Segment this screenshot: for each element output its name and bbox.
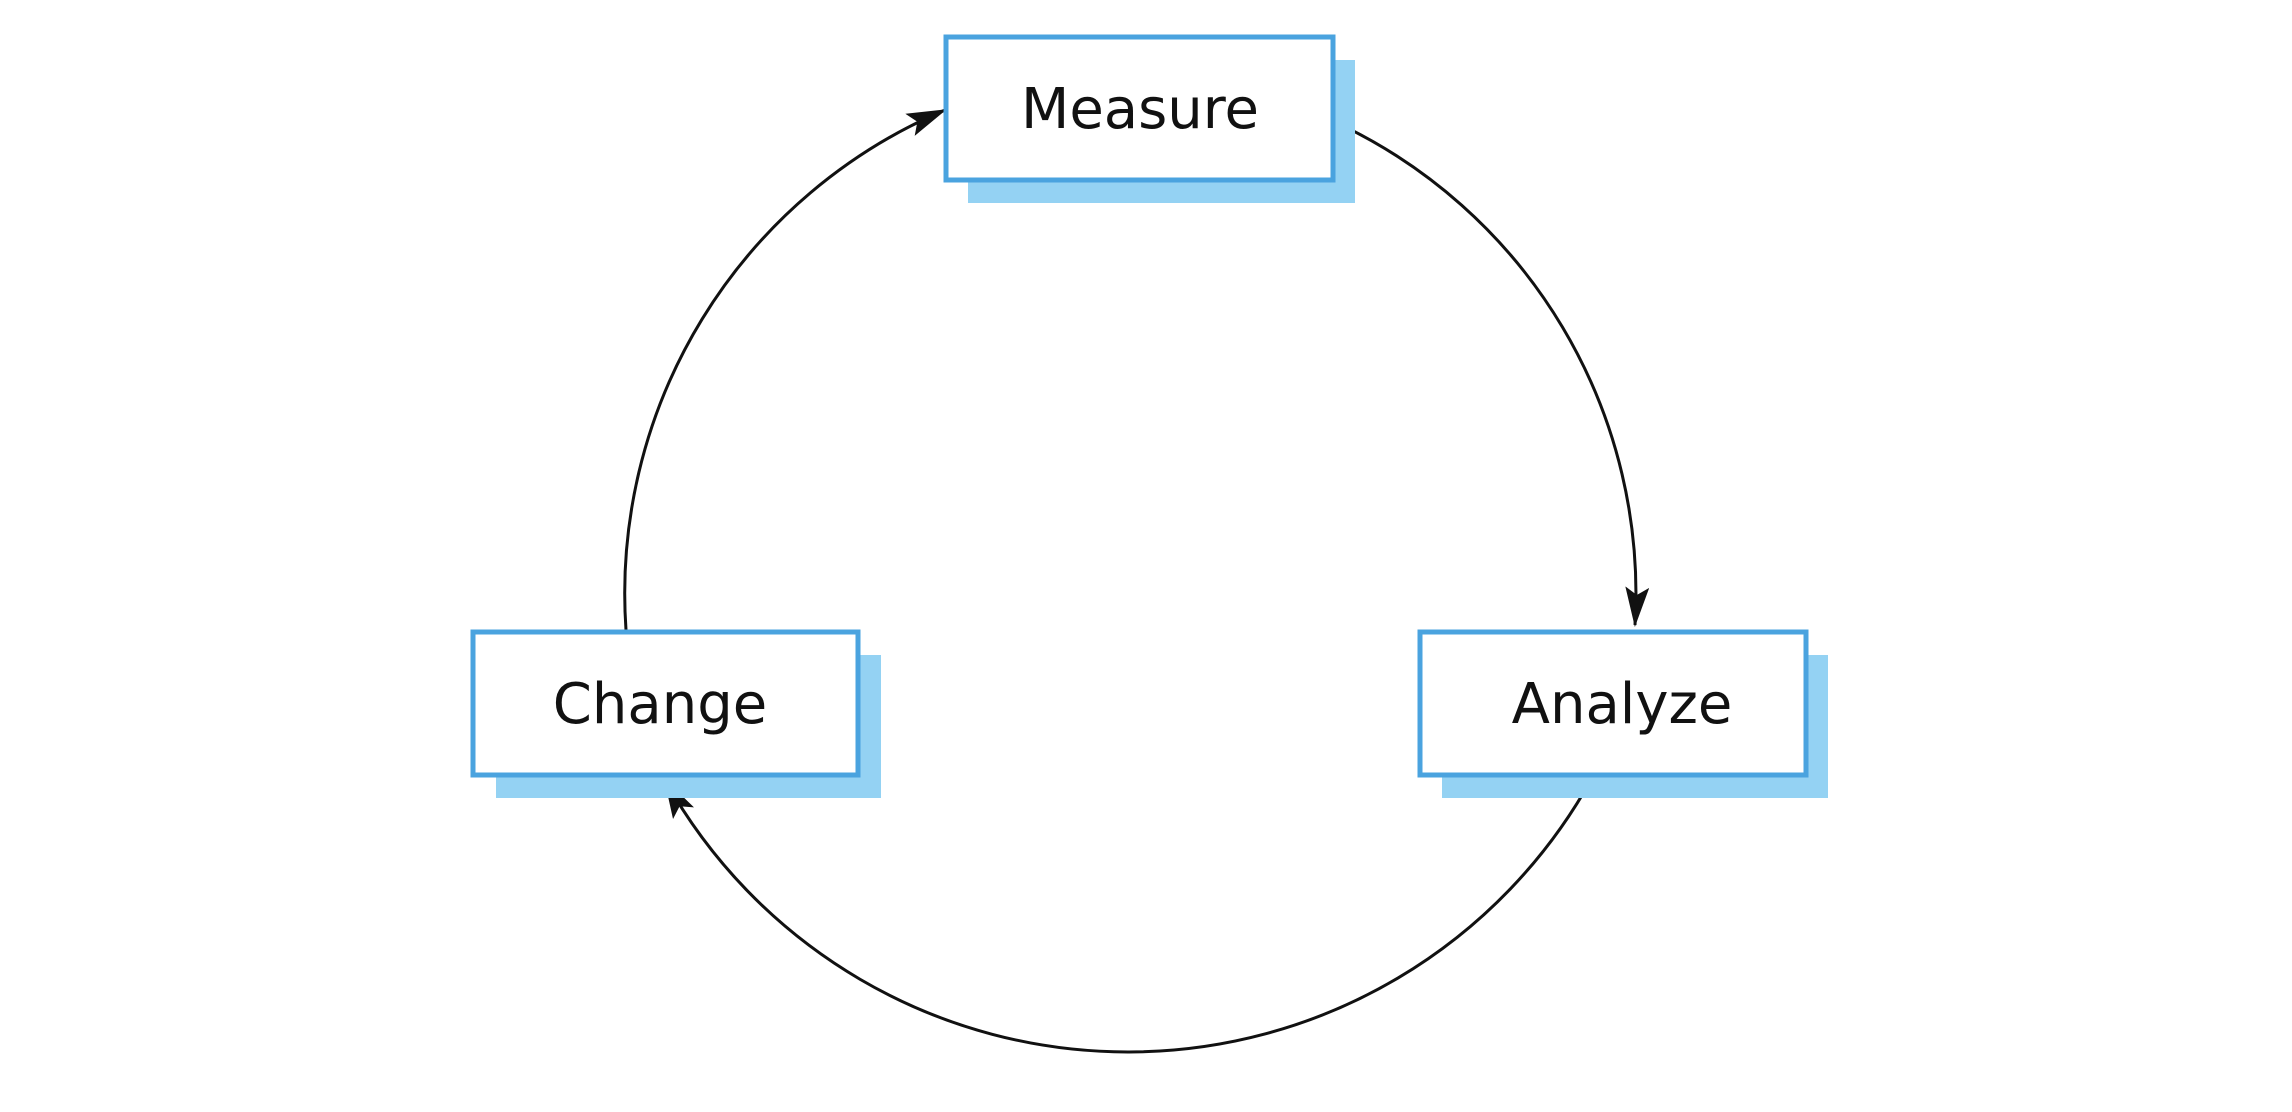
node-measure-label: Measure — [1021, 77, 1259, 142]
node-change-box — [470, 629, 861, 778]
node-analyze: Analyze — [1417, 629, 1828, 798]
node-analyze-box — [1417, 629, 1809, 778]
node-measure: Measure — [943, 34, 1355, 203]
node-change-label: Change — [553, 672, 767, 737]
node-change: Change — [470, 629, 881, 798]
node-analyze-label: Analyze — [1512, 672, 1733, 737]
arrow-measure-to-analyze — [1334, 120, 1650, 627]
arrow-analyze-to-change — [663, 777, 1594, 1054]
node-measure-box — [943, 34, 1336, 183]
arrow-change-to-measure — [623, 108, 947, 631]
